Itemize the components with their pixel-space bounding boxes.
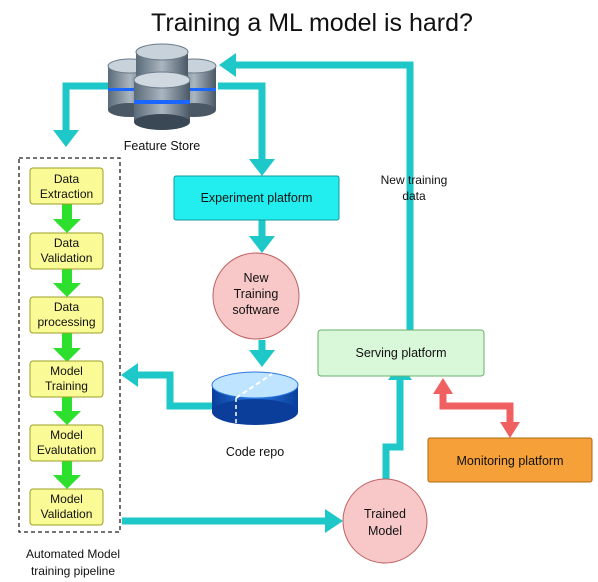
arrowhead-repo [249, 350, 275, 367]
new-training-software-node: New Training software [212, 252, 300, 340]
new-training-data-line1: New training [381, 173, 448, 187]
teal-connectors [62, 61, 414, 525]
step-label-line1: Data [54, 300, 80, 314]
pipeline-step-model-evaluation: Model Evalutation [29, 424, 104, 462]
experiment-platform-box: Experiment platform [173, 175, 340, 221]
monitoring-platform-label: Monitoring platform [457, 454, 564, 468]
step-label-line1: Model [50, 492, 83, 506]
step-label-line2: Validation [41, 507, 93, 521]
arrowhead-trained-model [325, 509, 343, 533]
connector-repo-to-pipeline [136, 371, 212, 410]
serving-platform-box: Serving platform [317, 329, 485, 377]
step-label-line1: Data [54, 236, 80, 250]
page-title: Training a ML model is hard? [151, 9, 473, 37]
pipeline-caption-line2: training pipeline [31, 564, 115, 578]
pipeline-green-arrows [53, 204, 81, 489]
pipeline-step-model-validation: Model Validation [29, 488, 104, 526]
database-icon [107, 43, 217, 130]
green-arrow-5 [53, 460, 81, 489]
green-arrow-2 [53, 268, 81, 297]
arrowhead-model-training [121, 363, 138, 387]
arrowhead-pipeline [53, 130, 79, 147]
pipeline-step-data-processing: Data processing [29, 296, 104, 334]
green-arrow-4 [53, 396, 81, 425]
green-arrow-1 [53, 204, 81, 233]
connector-trained-model-to-serving [382, 378, 404, 481]
connector-featurestore-to-experiment [218, 82, 266, 160]
software-label-line3: software [232, 303, 279, 317]
arrowhead-experiment [249, 159, 275, 176]
pipeline-step-data-extraction: Data Extraction [29, 167, 104, 205]
pipeline-step-data-validation: Data Validation [29, 232, 104, 270]
trained-model-node: Trained Model [342, 478, 428, 564]
step-label-line1: Data [54, 172, 80, 186]
step-label-line2: Evalutation [37, 443, 96, 457]
pipeline-step-model-training: Model Training [29, 360, 104, 398]
step-label-line2: Training [45, 379, 88, 393]
pipeline-container [18, 157, 121, 533]
arrowhead-monitoring-down [500, 422, 520, 438]
arrowhead-software [249, 236, 275, 253]
step-label-line2: Extraction [40, 187, 93, 201]
code-repo-icon [211, 371, 299, 425]
experiment-platform-label: Experiment platform [201, 191, 313, 205]
monitoring-platform-box: Monitoring platform [427, 437, 593, 483]
step-label-line2: Validation [41, 251, 93, 265]
feature-store-label: Feature Store [124, 139, 200, 153]
code-repo-label: Code repo [226, 445, 284, 459]
connector-serving-monitoring [439, 393, 514, 424]
new-training-data-line2: data [402, 189, 426, 203]
connector-serving-to-featurestore [234, 61, 414, 330]
db-cylinder-front [133, 71, 191, 130]
step-label-line1: Model [50, 428, 83, 442]
pipeline-caption-line1: Automated Model [26, 547, 120, 561]
software-label-line1: New [243, 271, 269, 285]
arrowhead-featurestore [219, 53, 236, 77]
connector-featurestore-to-pipeline [62, 82, 108, 130]
teal-arrowheads [53, 53, 412, 533]
arrowhead-serving-up [433, 378, 453, 394]
step-label-line1: Model [50, 364, 83, 378]
trained-model-line2: Model [368, 524, 402, 538]
trained-model-line1: Trained [364, 507, 406, 521]
green-arrow-3 [53, 333, 81, 362]
software-label-line2: Training [234, 287, 279, 301]
step-label-line2: processing [37, 315, 95, 329]
serving-platform-label: Serving platform [355, 346, 446, 360]
